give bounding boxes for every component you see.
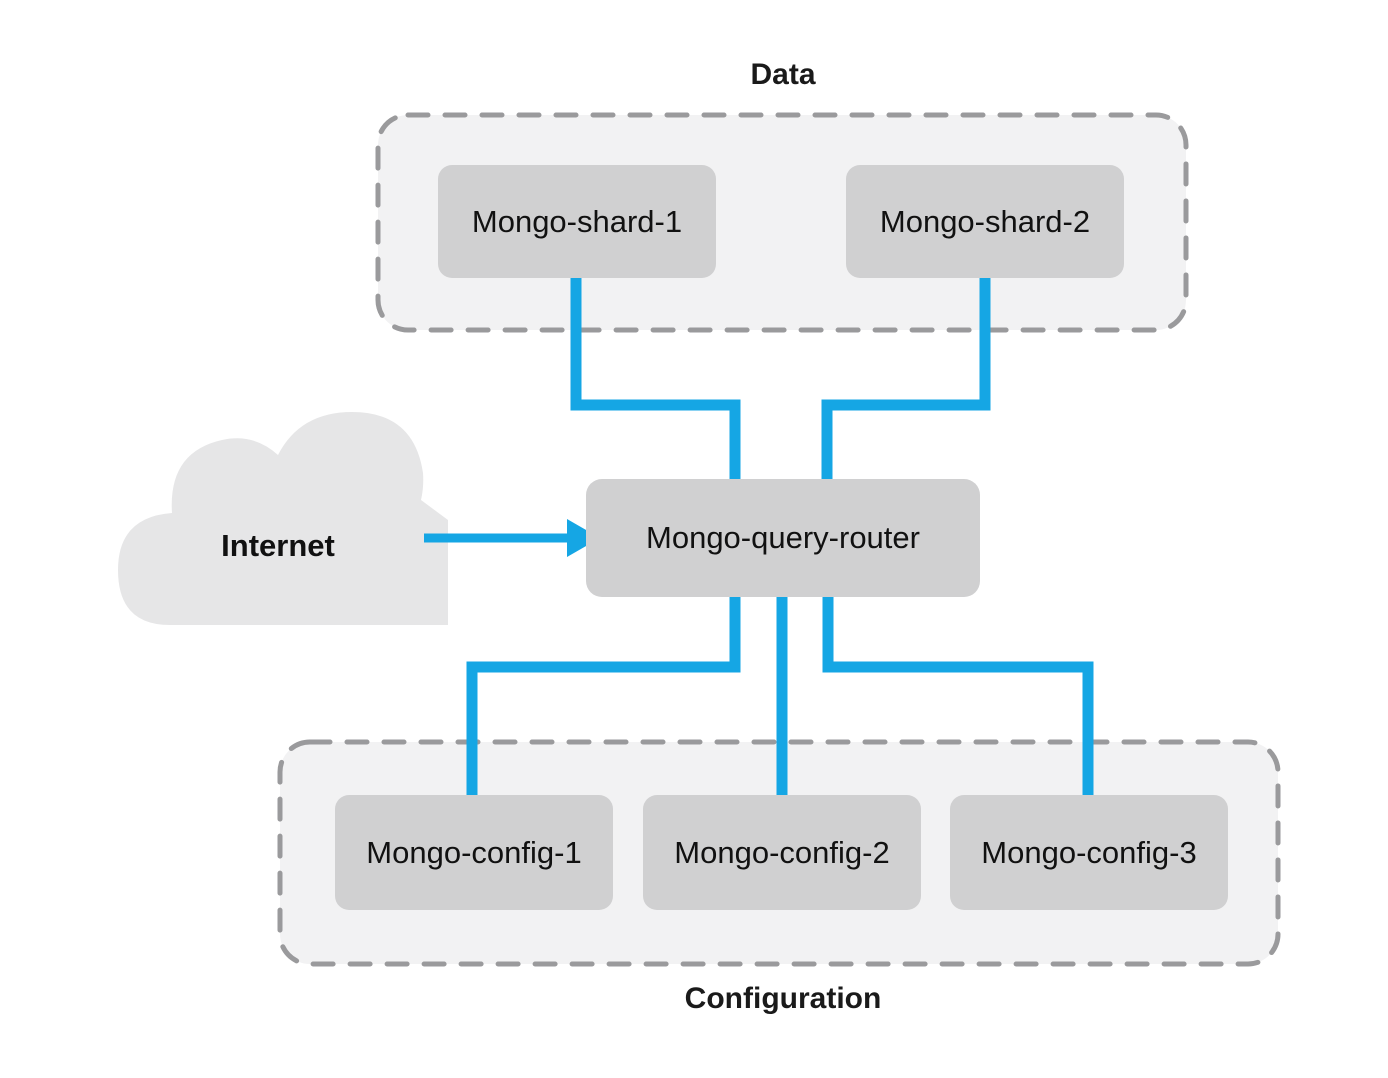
node-config-1-label: Mongo-config-1	[366, 835, 581, 870]
node-config-1[interactable]: Mongo-config-1	[335, 795, 613, 910]
node-shard-2-label: Mongo-shard-2	[880, 204, 1090, 239]
node-config-1-box[interactable]	[335, 795, 613, 910]
connector-router-to-config3	[822, 590, 1094, 805]
node-shard-1-label: Mongo-shard-1	[472, 204, 682, 239]
node-shard-2-box[interactable]	[846, 165, 1124, 278]
group-data-label: Data	[750, 58, 815, 91]
connector-shard2-to-router	[821, 272, 991, 492]
internet-cloud: Internet	[118, 412, 448, 625]
node-query-router-box[interactable]	[586, 479, 980, 597]
connector-layer	[466, 272, 1094, 805]
node-config-3-label: Mongo-config-3	[981, 835, 1196, 870]
node-query-router-label: Mongo-query-router	[646, 520, 920, 555]
node-config-3-box[interactable]	[950, 795, 1228, 910]
cloud-icon	[118, 412, 448, 625]
connector-internet-to-router	[424, 519, 600, 557]
connector-shard1-to-router	[570, 272, 741, 492]
internet-label: Internet	[221, 528, 335, 563]
group-configuration-label: Configuration	[685, 982, 882, 1015]
node-config-2[interactable]: Mongo-config-2	[643, 795, 921, 910]
connector-router-to-config1	[466, 590, 741, 805]
node-config-3[interactable]: Mongo-config-3	[950, 795, 1228, 910]
node-query-router[interactable]: Mongo-query-router	[586, 479, 980, 597]
node-shard-2[interactable]: Mongo-shard-2	[846, 165, 1124, 278]
node-config-2-label: Mongo-config-2	[674, 835, 889, 870]
internet-arrow-head	[567, 519, 600, 557]
node-shard-1[interactable]: Mongo-shard-1	[438, 165, 716, 278]
node-shard-1-box[interactable]	[438, 165, 716, 278]
node-config-2-box[interactable]	[643, 795, 921, 910]
